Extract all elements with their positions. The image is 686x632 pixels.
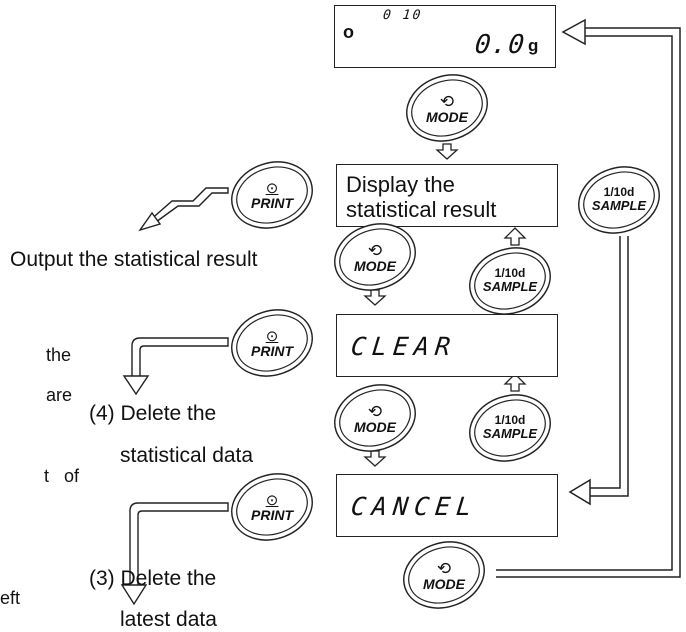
weight-unit: g xyxy=(528,36,539,55)
mode-button-label: MODE xyxy=(423,575,465,592)
weight-display: o 0 10 0.0 g xyxy=(334,5,556,68)
cycle-icon: ⟲ xyxy=(367,240,383,260)
sample-button-label: SAMPLE xyxy=(482,426,538,442)
down-arrows xyxy=(363,143,459,467)
left-fragment-4: eft xyxy=(0,588,21,608)
output-label: Output the statistical result xyxy=(10,248,258,271)
left-fragment-3: t of xyxy=(44,466,80,486)
left-fragment-2: are xyxy=(46,385,73,405)
cycle-icon: ⟲ xyxy=(367,401,383,421)
clear-display: CLEAR xyxy=(336,314,558,377)
sample-button-2[interactable]: 1/10d SAMPLE xyxy=(466,246,554,316)
print-button-shape xyxy=(231,309,313,377)
mode-button-label: MODE xyxy=(354,257,396,274)
sample-button-top-label: 1/10d xyxy=(603,185,635,200)
print-button-2[interactable]: ⊙ PRINT xyxy=(228,308,316,378)
mode-button-shape xyxy=(403,541,485,609)
delete-statistical-label-2: statistical data xyxy=(120,444,254,467)
sample-button-label: SAMPLE xyxy=(591,198,647,214)
sample-button-shape xyxy=(469,394,551,462)
output-lightning xyxy=(138,187,229,232)
statistics-display: Display the statistical result xyxy=(336,164,558,227)
delete-latest-label-2: latest data xyxy=(120,608,217,631)
sample-button-top-label: 1/10d xyxy=(494,266,526,281)
sample-button-top-label: 1/10d xyxy=(494,413,526,428)
print-icon: ⊙ xyxy=(265,179,279,197)
sample-button-shape xyxy=(469,247,551,315)
mode-button-label: MODE xyxy=(426,108,468,125)
stable-indicator: o xyxy=(343,22,354,42)
print-button-1[interactable]: ⊙ PRINT xyxy=(228,160,316,230)
cycle-icon: ⟲ xyxy=(439,91,455,111)
statistics-display-line2: statistical result xyxy=(346,197,497,222)
print-button-label: PRINT xyxy=(251,194,293,211)
print-button-3[interactable]: ⊙ PRINT xyxy=(228,472,316,542)
delete-statistical-label-1: (4) Delete the xyxy=(89,402,217,425)
left-fragment-1: the xyxy=(46,345,72,365)
mode-button-2[interactable]: ⟲ MODE xyxy=(331,222,419,292)
print-icon: ⊙ xyxy=(265,491,279,509)
print-icon: ⊙ xyxy=(265,327,279,345)
clear-text: CLEAR xyxy=(349,332,458,361)
mode-button-4[interactable]: ⟲ MODE xyxy=(400,540,488,610)
delete-latest-label-1: (3) Delete the xyxy=(89,567,217,590)
sample-button-1[interactable]: 1/10d SAMPLE xyxy=(575,165,663,235)
mode-button-3[interactable]: ⟲ MODE xyxy=(331,383,419,453)
sample-count: 0 10 xyxy=(382,8,424,23)
mode-button-1[interactable]: ⟲ MODE xyxy=(403,73,491,143)
up-arrows xyxy=(503,227,527,392)
cycle-icon: ⟲ xyxy=(436,558,452,578)
mode-button-shape xyxy=(334,384,416,452)
sample-to-cancel-arrow xyxy=(568,236,629,506)
mode-button-shape xyxy=(406,74,488,142)
print-elbow-arrows xyxy=(120,337,229,606)
weight-value: 0.0 xyxy=(473,30,527,60)
mode-button-shape xyxy=(334,223,416,291)
print-button-label: PRINT xyxy=(251,342,293,359)
print-button-shape xyxy=(231,473,313,541)
print-button-shape xyxy=(231,161,313,229)
outer-return-arrow xyxy=(496,18,681,578)
cancel-text: CANCEL xyxy=(349,492,479,521)
sample-button-shape xyxy=(578,166,660,234)
cancel-display: CANCEL xyxy=(336,474,558,537)
sample-button-label: SAMPLE xyxy=(482,279,538,295)
print-button-label: PRINT xyxy=(251,506,293,523)
mode-button-label: MODE xyxy=(354,418,396,435)
statistics-display-line1: Display the xyxy=(346,172,455,197)
sample-button-3[interactable]: 1/10d SAMPLE xyxy=(466,393,554,463)
